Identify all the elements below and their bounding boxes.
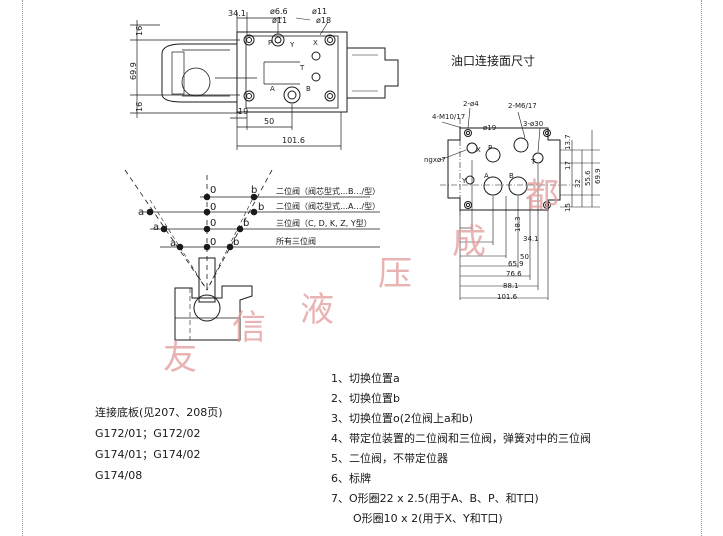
lever-position-labels: 0 b a 0 b a 0 b a 0 b 二位阀（阀芯型式…B…/型） 二位阀… xyxy=(138,185,380,249)
legend-item: 7、O形圈22 x 2.5(用于A、B、P、和T口) xyxy=(331,492,539,505)
port-label-B: B xyxy=(306,85,311,93)
port-face-view xyxy=(439,107,600,300)
dim-16-top: 16 xyxy=(135,26,144,36)
plate-line: 连接底板(见207、208页) xyxy=(95,406,223,419)
legend-item: 4、带定位装置的二位阀和三位阀，弹簧对中的三位阀 xyxy=(331,432,591,445)
pos-row3-a: a xyxy=(153,222,159,233)
watermark-char: 液 xyxy=(300,290,334,330)
pos-row3-0: 0 xyxy=(210,218,216,229)
dim-phi11-a: ø11 xyxy=(272,16,287,25)
dim-34-1: 34.1 xyxy=(228,9,246,18)
dim-50: 50 xyxy=(264,117,274,126)
port-face-T: T xyxy=(530,158,536,166)
valve-top-view xyxy=(130,12,399,150)
base-plate-list: 连接底板(见207、208页) G172/01；G172/02 G174/01；… xyxy=(95,402,223,486)
pos-note-3: 三位阀（C, D, K, Z, Y型） xyxy=(276,218,372,228)
pos-note-4: 所有三位阀 xyxy=(276,236,316,246)
legend-item: 2、切换位置b xyxy=(331,392,400,405)
pos-row4-b: b xyxy=(233,237,239,248)
dim-2-phi4: 2-ø4 xyxy=(463,100,479,108)
dim-2-m6: 2-M6/17 xyxy=(508,102,537,110)
dim-34-1-port: 34.1 xyxy=(523,235,539,243)
port-label-T: T xyxy=(299,64,305,72)
dim-65-9: 65.9 xyxy=(508,260,524,268)
dim-50-port: 50 xyxy=(520,253,529,261)
port-face-Y: Y xyxy=(461,177,467,185)
plate-line: G174/08 xyxy=(95,469,143,482)
port-face-X: X xyxy=(476,146,481,154)
dim-101-6-port: 101.6 xyxy=(497,293,518,301)
port-face-P: P xyxy=(488,144,492,152)
port-label-Y: Y xyxy=(289,41,295,49)
pos-row1-0: 0 xyxy=(210,185,216,196)
legend-list: 1、切换位置a 2、切换位置b 3、切换位置o(2位阀上a和b) 4、带定位装置… xyxy=(331,369,591,529)
pos-row2-a: a xyxy=(138,207,144,218)
dim-phi18: ø18 xyxy=(316,16,331,25)
port-label-P: P xyxy=(268,39,272,47)
pos-row3-b: b xyxy=(243,218,249,229)
pos-note-1: 二位阀（阀芯型式…B…/型） xyxy=(276,186,380,196)
dim-15: 15 xyxy=(564,203,572,212)
dim-69-9: 69.9 xyxy=(129,62,138,80)
dim-19: 19 xyxy=(238,107,248,116)
port-label-A: A xyxy=(270,85,275,93)
pos-row2-b: b xyxy=(258,202,264,213)
pos-row2-0: 0 xyxy=(210,202,216,213)
left-border-line xyxy=(22,0,23,536)
dim-16-bottom: 16 xyxy=(135,102,144,112)
legend-item: 1、切换位置a xyxy=(331,372,400,385)
right-border-line xyxy=(701,0,702,536)
watermark-char: 成 xyxy=(452,222,486,262)
port-face-title: 油口连接面尺寸 xyxy=(451,54,536,68)
pos-row4-0: 0 xyxy=(210,237,216,248)
pos-row1-b: b xyxy=(251,185,257,196)
plate-line: G174/01；G174/02 xyxy=(95,448,201,461)
legend-item: 6、标牌 xyxy=(331,472,371,485)
legend-item: 5、二位阀，不带定位器 xyxy=(331,452,448,465)
dim-88-1: 88.1 xyxy=(503,282,519,290)
watermark-char: 友 xyxy=(163,338,197,378)
port-face-B: B xyxy=(509,172,514,180)
dim-ng-phi7: ngxø7 xyxy=(424,156,446,164)
lever-positions xyxy=(124,169,380,341)
legend-item: O形圈10 x 2(用于X、Y和T口) xyxy=(353,512,503,525)
dim-76-6: 76.6 xyxy=(506,270,522,278)
dim-4-m10: 4-M10/17 xyxy=(432,113,465,121)
dim-17: 17 xyxy=(564,161,572,170)
plate-line: G172/01；G172/02 xyxy=(95,427,201,440)
dim-32: 32 xyxy=(574,179,582,188)
dim-55-6: 55.6 xyxy=(584,170,592,186)
dim-18-3: 18.3 xyxy=(514,216,522,232)
dim-3-phi30: 3-ø30 xyxy=(523,120,543,128)
pos-note-2: 二位阀（阀芯型式…A…/型） xyxy=(276,201,380,211)
legend-item: 3、切换位置o(2位阀上a和b) xyxy=(331,412,474,425)
port-face-A: A xyxy=(484,172,489,180)
port-label-X: X xyxy=(313,39,318,47)
pos-row4-a: a xyxy=(170,238,176,249)
dim-phi11-b: ø11 xyxy=(312,7,327,16)
watermark-char: 都 xyxy=(525,176,559,216)
watermark-char: 信 xyxy=(232,308,266,348)
watermark-char: 压 xyxy=(378,254,412,294)
port-face-dim-texts: 2-ø4 4-M10/17 2-M6/17 3-ø30 ø19 ngxø7 13… xyxy=(424,100,602,301)
dim-69-9-port: 69.9 xyxy=(594,168,602,184)
valve-top-dim-texts: 34.1 ø6.6 ø11 ø11 ø18 16 69.9 16 19 50 1… xyxy=(129,7,331,145)
dim-phi19: ø19 xyxy=(483,124,496,132)
dim-phi6-6: ø6.6 xyxy=(270,7,288,16)
dim-13-7: 13.7 xyxy=(564,134,572,150)
dim-101-6: 101.6 xyxy=(282,136,305,145)
